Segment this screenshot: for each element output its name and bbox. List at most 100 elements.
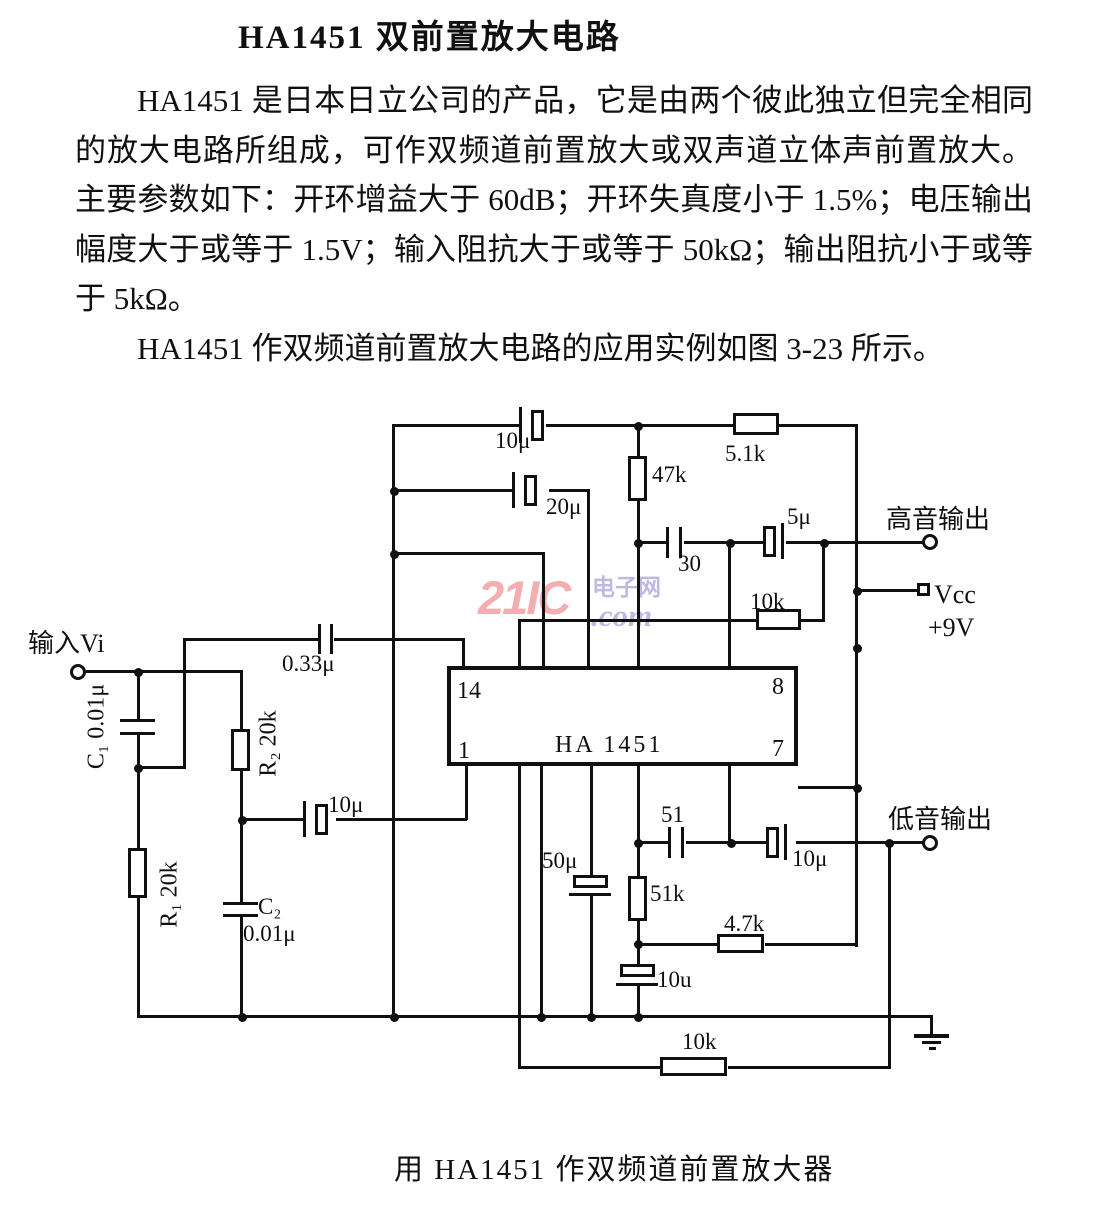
capacitor-plate <box>569 893 611 896</box>
ic-ha1451: 14 8 1 7 HA 1451 <box>447 666 798 766</box>
capacitor-plate <box>223 902 258 905</box>
label-cap-10u-top: 10μ <box>495 428 531 453</box>
capacitor-plate <box>519 407 522 443</box>
ground-symbol-bar2 <box>922 1041 941 1044</box>
capacitor-plate <box>223 914 258 917</box>
wire <box>765 943 858 946</box>
capacitor-plate-polarized <box>763 526 776 557</box>
ic-part-number: HA 1451 <box>555 732 664 758</box>
wire <box>637 986 640 1017</box>
label-vcc-voltage: +9V <box>928 613 975 642</box>
capacitor-plate <box>330 624 333 654</box>
label-input: 输入Vi <box>28 629 105 658</box>
label-res-r2: R₂ 20k <box>255 710 282 777</box>
wire <box>637 843 640 877</box>
resistor-body <box>660 1057 727 1076</box>
watermark-brand: 21IC <box>478 571 571 624</box>
wire <box>518 1066 660 1069</box>
capacitor-plate <box>666 527 669 558</box>
junction-dot <box>852 586 862 596</box>
resistor-body <box>717 934 764 953</box>
wire <box>640 541 668 544</box>
label-cap-c2-name: C₂ <box>258 894 282 919</box>
junction-dot <box>633 538 643 548</box>
wire <box>392 552 545 555</box>
watermark-site-name: 电子网 <box>592 574 661 600</box>
wire <box>822 544 825 622</box>
wire <box>731 541 764 544</box>
wire <box>640 841 668 844</box>
capacitor-plate <box>120 719 155 722</box>
wire <box>336 818 467 821</box>
junction-dot <box>633 421 643 431</box>
junction-dot <box>819 538 829 548</box>
label-res-47k: 47k <box>652 462 687 487</box>
wire <box>392 424 395 1018</box>
wire <box>518 622 521 668</box>
capacitor-plate <box>616 983 658 986</box>
capacitor-plate <box>679 527 682 558</box>
wire <box>733 841 767 844</box>
ic-pin-7-label: 7 <box>772 736 784 762</box>
wire <box>637 427 640 457</box>
capacitor-plate-polarized <box>524 475 537 506</box>
label-cap-5u: 5μ <box>787 504 811 529</box>
junction-dot <box>536 1012 546 1022</box>
junction-dot <box>133 763 143 773</box>
wire <box>540 766 543 1017</box>
junction-dot <box>726 838 736 848</box>
wire <box>728 544 731 668</box>
resistor-body <box>231 729 250 771</box>
capacitor-plate-polarized <box>531 410 544 441</box>
input-terminal <box>70 664 86 680</box>
junction-dot <box>852 643 862 653</box>
wire <box>240 820 243 903</box>
label-res-4k7: 4.7k <box>724 911 765 936</box>
wire <box>549 489 590 492</box>
wire <box>137 766 186 769</box>
wire <box>858 589 919 592</box>
label-res-5k1: 5.1k <box>725 441 766 466</box>
ic-pin-8-label: 8 <box>772 674 784 700</box>
wire <box>137 673 140 719</box>
label-cap-10u-gnd: 10u <box>657 967 692 992</box>
label-cap-10u-input: 10μ <box>328 792 364 817</box>
wire <box>183 638 318 641</box>
junction-dot <box>852 783 862 793</box>
wire <box>728 1066 891 1069</box>
wire <box>240 917 243 1017</box>
junction-dot <box>725 538 735 548</box>
label-cap-20u: 20μ <box>546 494 582 519</box>
wire <box>779 424 858 427</box>
resistor-body <box>128 848 147 898</box>
junction-dot <box>389 1012 399 1022</box>
label-cap-30: 30 <box>678 551 701 576</box>
label-cap-10u-bass: 10μ <box>792 846 828 871</box>
junction-dot <box>389 486 399 496</box>
wire <box>640 943 717 946</box>
wire <box>930 1015 933 1037</box>
resistor-body <box>628 456 647 501</box>
junction-dot <box>884 838 894 848</box>
wire <box>183 638 186 769</box>
capacitor-plate <box>120 732 155 735</box>
wire <box>796 841 891 844</box>
capacitor-plate <box>784 824 787 860</box>
wire <box>546 424 638 427</box>
capacitor-plate <box>668 827 671 858</box>
wire <box>518 766 521 1068</box>
label-cap-c2-value: 0.01μ <box>243 921 296 946</box>
wire <box>462 641 465 668</box>
junction-dot <box>633 838 643 848</box>
wire <box>392 424 520 427</box>
label-cap-c1: C₁ 0.01μ <box>83 683 110 770</box>
label-res-10k-bass: 10k <box>682 1029 717 1054</box>
body-text: HA1451 是日本日立公司的产品，它是由两个彼此独立但完全相同的放大电路所组成… <box>75 76 1033 373</box>
wire <box>637 500 640 544</box>
ic-pin-14-label: 14 <box>457 678 481 704</box>
capacitor-plate <box>303 801 306 837</box>
capacitor-plate <box>781 523 784 559</box>
wire <box>334 638 465 641</box>
wire <box>637 544 640 668</box>
